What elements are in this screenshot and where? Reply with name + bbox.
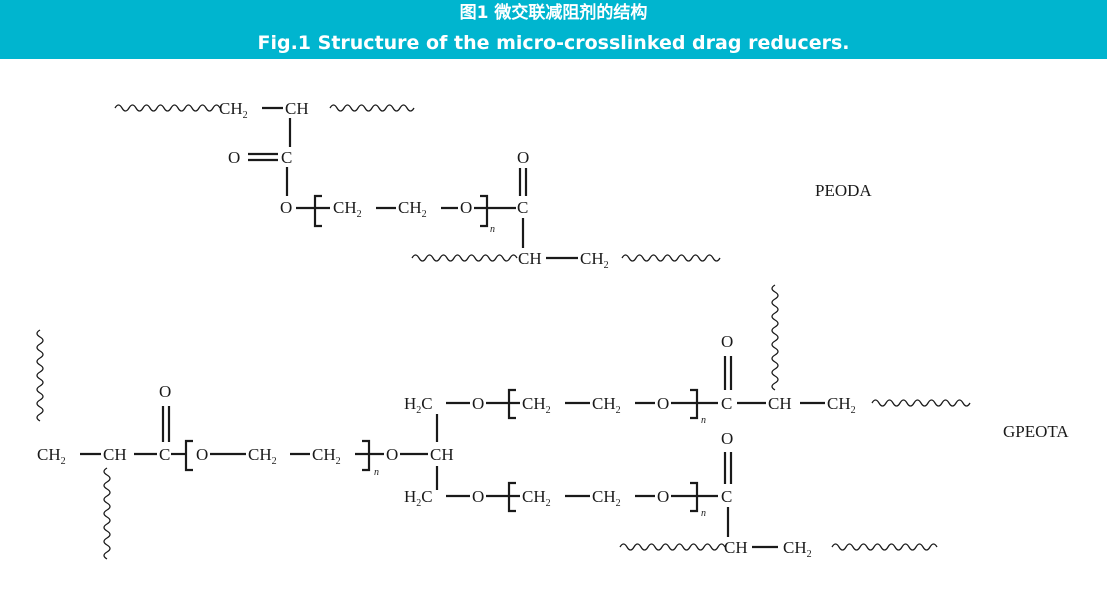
atom-ch2: CH2 xyxy=(592,487,621,509)
polymer-backbone-wave xyxy=(621,254,721,262)
atom-ch: CH xyxy=(724,538,748,557)
atom-o: O xyxy=(517,148,529,167)
atom-h2c: H2C xyxy=(404,394,433,416)
atom-o: O xyxy=(386,445,398,464)
atom-c: C xyxy=(281,148,292,167)
atom-c: C xyxy=(721,394,732,413)
atom-ch2: CH2 xyxy=(37,445,66,467)
polymer-backbone-wave xyxy=(619,543,726,551)
atom-ch: CH xyxy=(285,99,309,118)
repeat-bracket-left xyxy=(184,439,193,472)
atom-h2c: H2C xyxy=(404,487,433,509)
atom-ch2: CH2 xyxy=(248,445,277,467)
atom-o: O xyxy=(657,487,669,506)
repeat-bracket-right xyxy=(690,388,699,420)
atom-c: C xyxy=(159,445,170,464)
atom-o: O xyxy=(228,148,240,167)
atom-ch: CH xyxy=(430,445,454,464)
gpeota-structure: CH2 CH C O O CH2 CH2 n O CH H2C O CH2 CH… xyxy=(36,284,1069,560)
caption-chinese: 图1 微交联减阻剂的结构 xyxy=(459,3,648,23)
atom-ch2: CH2 xyxy=(312,445,341,467)
peoda-structure: CH2 CH O C O CH2 CH2 O n C O CH CH2 PEOD… xyxy=(114,99,872,271)
atom-ch2: CH2 xyxy=(522,487,551,509)
atom-ch: CH xyxy=(768,394,792,413)
caption-english: Fig.1 Structure of the micro-crosslinked… xyxy=(257,32,850,54)
repeat-bracket-left xyxy=(507,388,516,420)
atom-ch: CH xyxy=(103,445,127,464)
repeat-bracket-left xyxy=(507,481,516,513)
atom-o: O xyxy=(721,429,733,448)
figure-caption-bar: 图1 微交联减阻剂的结构 Fig.1 Structure of the micr… xyxy=(0,0,1107,59)
repeat-bracket-right xyxy=(362,439,371,472)
atom-ch2: CH2 xyxy=(827,394,856,416)
polymer-backbone-wave xyxy=(771,284,779,391)
atom-ch: CH xyxy=(518,249,542,268)
atom-ch2: CH2 xyxy=(398,198,427,220)
atom-ch2: CH2 xyxy=(522,394,551,416)
atom-o: O xyxy=(196,445,208,464)
repeat-count-n: n xyxy=(374,467,379,478)
polymer-backbone-wave xyxy=(103,467,111,560)
repeat-count-n: n xyxy=(701,415,706,426)
repeat-count-n: n xyxy=(701,508,706,519)
structure-label-gpeota: GPEOTA xyxy=(1003,422,1069,441)
repeat-bracket-left xyxy=(313,194,322,228)
repeat-bracket-right xyxy=(690,481,699,513)
polymer-backbone-wave xyxy=(411,254,518,262)
atom-o: O xyxy=(460,198,472,217)
atom-ch2: CH2 xyxy=(580,249,609,271)
polymer-backbone-wave xyxy=(114,104,221,112)
atom-o: O xyxy=(657,394,669,413)
atom-o: O xyxy=(721,332,733,351)
atom-ch2: CH2 xyxy=(219,99,248,121)
atom-o: O xyxy=(280,198,292,217)
atom-o: O xyxy=(472,487,484,506)
atom-c: C xyxy=(721,487,732,506)
atom-ch2: CH2 xyxy=(592,394,621,416)
atom-ch2: CH2 xyxy=(333,198,362,220)
repeat-count-n: n xyxy=(490,224,495,235)
polymer-backbone-wave xyxy=(329,104,415,112)
polymer-backbone-wave xyxy=(871,399,971,407)
atom-ch2: CH2 xyxy=(783,538,812,560)
repeat-bracket-right xyxy=(480,194,489,228)
atom-o: O xyxy=(472,394,484,413)
polymer-backbone-wave xyxy=(831,543,938,551)
polymer-backbone-wave xyxy=(36,329,44,422)
atom-o: O xyxy=(159,382,171,401)
atom-c: C xyxy=(517,198,528,217)
structure-label-peoda: PEODA xyxy=(815,181,872,200)
